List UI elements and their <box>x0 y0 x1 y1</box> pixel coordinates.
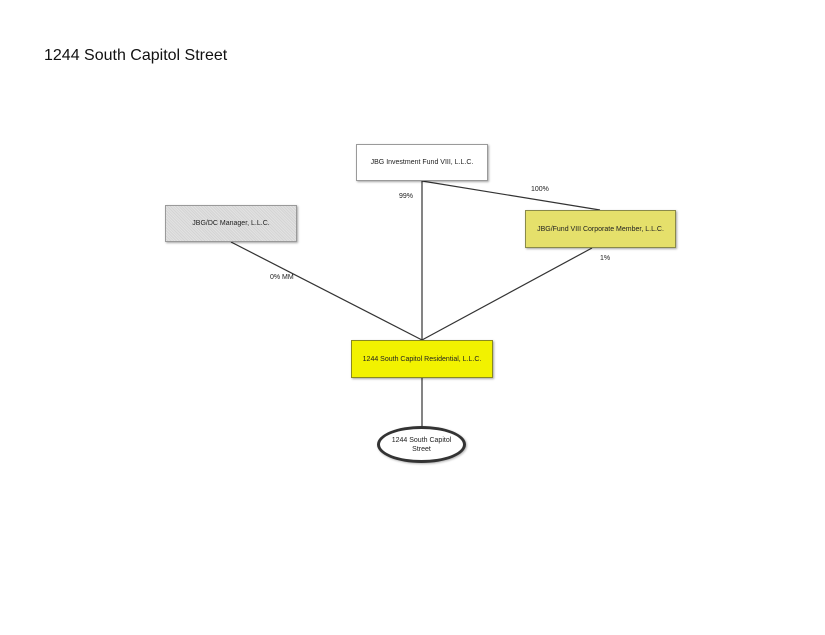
entity-label-manager: JBG/DC Manager, L.L.C. <box>192 220 270 227</box>
pct-corporate-member-to-residential: 1% <box>600 255 611 262</box>
entity-box-fund: JBG Investment Fund VIII, L.L.C. <box>356 144 488 181</box>
entity-box-residential: 1244 South Capitol Residential, L.L.C. <box>351 340 493 378</box>
line-corporate-member-to-residential <box>421 247 593 341</box>
property-ellipse: 1244 South Capitol Street <box>377 426 466 463</box>
entity-label-corporate-member: JBG/Fund VIII Corporate Member, L.L.C. <box>537 225 664 233</box>
pct-fund-to-corporate-member: 100% <box>531 186 549 193</box>
page-title: 1244 South Capitol Street <box>44 47 228 64</box>
pct-fund-to-residential: 99% <box>399 193 414 200</box>
line-fund-to-corporate-member <box>421 180 601 211</box>
entity-label-fund: JBG Investment Fund VIII, L.L.C. <box>370 159 474 166</box>
property-label: 1244 South Capitol Street <box>391 436 452 453</box>
line-manager-to-residential <box>230 241 423 341</box>
entity-box-manager: JBG/DC Manager, L.L.C. <box>165 205 297 242</box>
pct-manager-to-residential: 0% MM <box>270 274 294 281</box>
entity-label-residential: 1244 South Capitol Residential, L.L.C. <box>362 355 482 363</box>
entity-box-corporate-member: JBG/Fund VIII Corporate Member, L.L.C. <box>525 210 676 248</box>
